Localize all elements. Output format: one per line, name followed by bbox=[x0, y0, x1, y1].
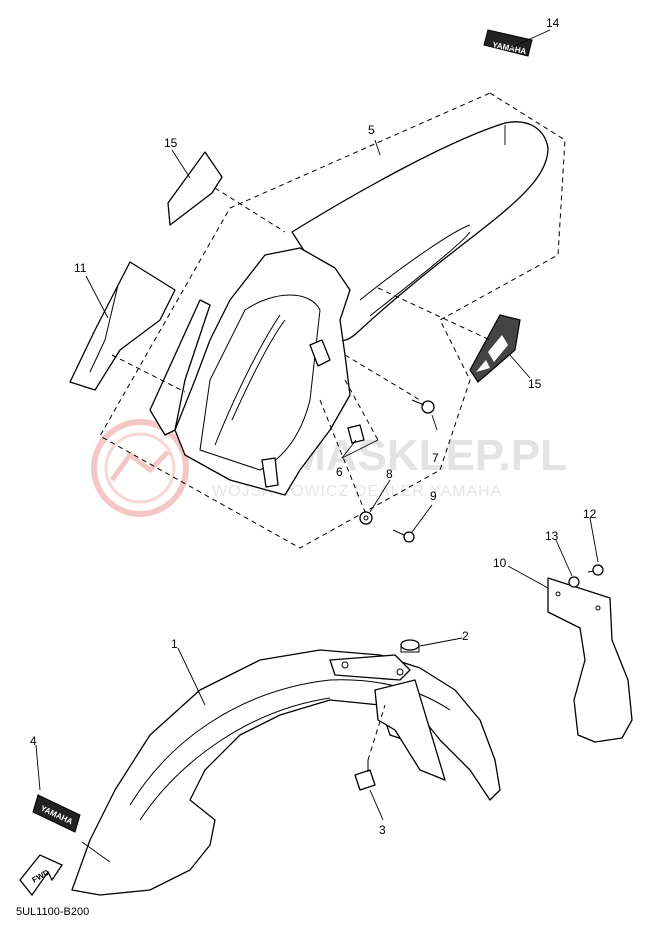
washer-8 bbox=[359, 511, 373, 525]
callout-8: 8 bbox=[386, 467, 393, 481]
watermark-logo bbox=[91, 419, 189, 517]
callout-13: 13 bbox=[545, 529, 559, 543]
rear-fender bbox=[149, 121, 549, 496]
yamaha-decal-rear: YAMAHA bbox=[483, 29, 533, 57]
washer-13 bbox=[568, 576, 580, 588]
tail-decal-upper bbox=[167, 151, 223, 226]
bolt-7 bbox=[411, 399, 435, 414]
screw-9 bbox=[392, 529, 415, 543]
front-fender bbox=[71, 649, 501, 896]
callout-6: 6 bbox=[336, 465, 343, 479]
callout-11: 11 bbox=[74, 261, 87, 275]
callout-15-upper: 15 bbox=[164, 136, 178, 150]
callout-2: 2 bbox=[462, 629, 469, 643]
callout-3: 3 bbox=[379, 823, 386, 837]
callout-7: 7 bbox=[432, 451, 439, 465]
fwd-arrow-icon: FWD bbox=[19, 854, 63, 897]
callout-10: 10 bbox=[493, 556, 507, 570]
callout-1: 1 bbox=[171, 637, 178, 651]
nut-6 bbox=[347, 424, 365, 444]
leader-lines bbox=[35, 29, 599, 863]
side-cover-left bbox=[69, 261, 176, 391]
side-decal-right bbox=[469, 314, 521, 383]
bolt-3 bbox=[354, 760, 376, 791]
bolt-12 bbox=[587, 564, 604, 576]
callout-4: 4 bbox=[30, 734, 37, 748]
callout-5: 5 bbox=[368, 123, 375, 137]
callout-9: 9 bbox=[430, 489, 437, 503]
collar-2 bbox=[400, 639, 420, 653]
rear-fender-assembly-outline bbox=[99, 92, 566, 549]
callout-14: 14 bbox=[546, 16, 560, 30]
callout-12: 12 bbox=[583, 507, 597, 521]
yamaha-decal-front: YAMAHA bbox=[32, 794, 81, 833]
mud-flap bbox=[547, 577, 633, 743]
callout-15-right: 15 bbox=[528, 377, 542, 391]
diagram-code: 5UL1100-B200 bbox=[16, 906, 89, 918]
